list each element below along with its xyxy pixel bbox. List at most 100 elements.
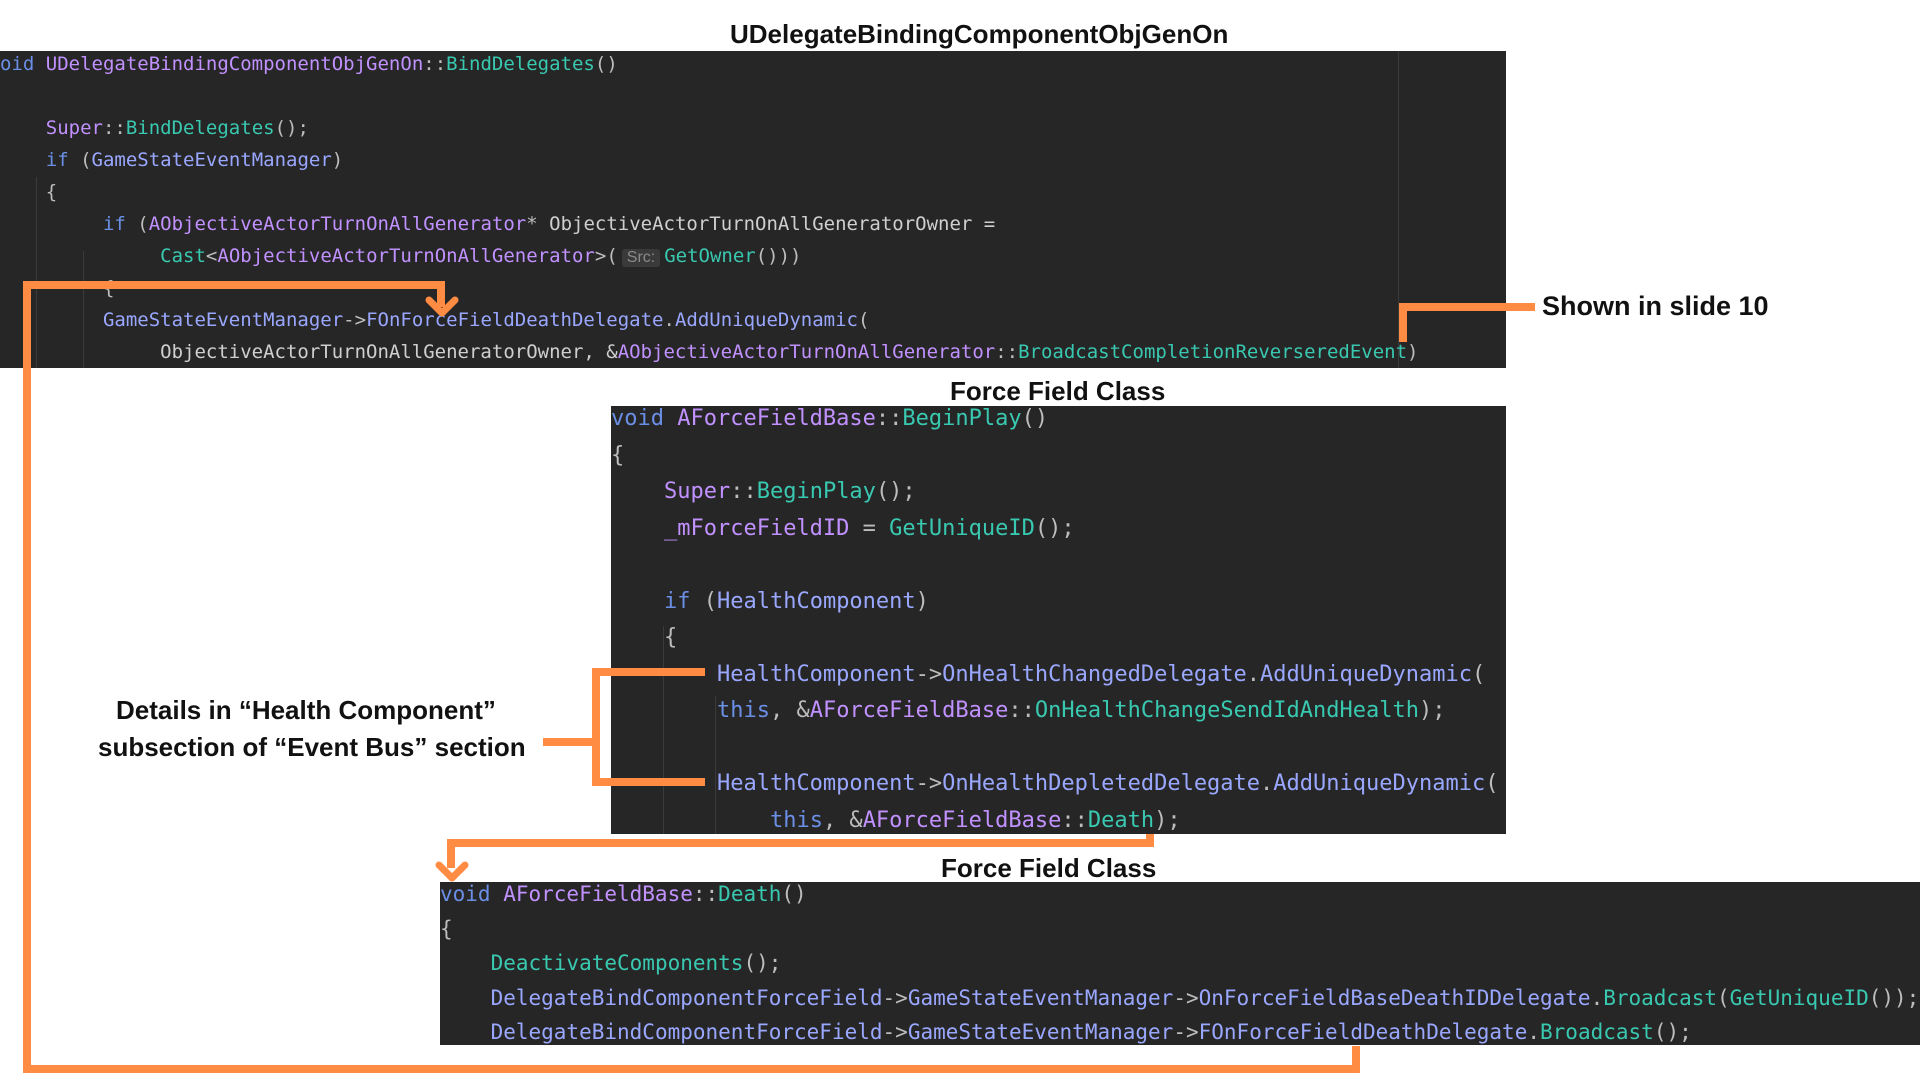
code-token: DeactivateComponents bbox=[490, 951, 744, 975]
code-token: () bbox=[781, 882, 807, 906]
code-token: AForceFieldBase bbox=[862, 807, 1062, 833]
code-token: :: bbox=[423, 53, 447, 75]
code-token: void bbox=[611, 406, 678, 431]
code-line: oid UDelegateBindingComponentObjGenOn::B… bbox=[0, 55, 618, 74]
code-token: ); bbox=[1419, 698, 1446, 723]
top-arrowhead bbox=[425, 296, 459, 317]
code-line: DelegateBindComponentForceField->GameSta… bbox=[440, 985, 1920, 1010]
code-token: _mForceFieldID bbox=[663, 515, 850, 541]
code-token: . bbox=[1260, 771, 1274, 796]
code-token: Super bbox=[663, 479, 731, 504]
code-token: -> bbox=[343, 309, 367, 331]
code-token: void bbox=[440, 882, 504, 906]
code-token: DelegateBindComponentForceField bbox=[490, 1020, 883, 1044]
code-token: UDelegateBindingComponentObjGenOn bbox=[45, 53, 424, 75]
code-line: { bbox=[440, 916, 453, 941]
code-token: if bbox=[102, 213, 126, 235]
code-line: this, &AForceFieldBase::OnHealthChangeSe… bbox=[611, 700, 1446, 722]
code-line: HealthComponent->OnHealthDepletedDelegat… bbox=[611, 771, 1499, 796]
code-token: ( bbox=[1485, 771, 1499, 796]
code-token: -> bbox=[915, 661, 943, 687]
code-token: { bbox=[440, 916, 453, 941]
code-token: (); bbox=[274, 117, 309, 139]
code-panel-bind-delegates: oid UDelegateBindingComponentObjGenOn::B… bbox=[0, 51, 1506, 368]
code-token: ())) bbox=[755, 245, 802, 267]
code-token: HealthComponent bbox=[716, 661, 916, 687]
code-token: ObjectiveActorTurnOnAllGeneratorOwner, & bbox=[0, 341, 618, 363]
code-token: AObjectiveActorTurnOnAllGenerator bbox=[617, 341, 996, 363]
code-token: Super bbox=[45, 117, 103, 139]
code-token: . bbox=[1527, 1020, 1541, 1044]
code-token: Broadcast bbox=[1540, 1020, 1654, 1044]
code-token: AddUniqueDynamic bbox=[1260, 661, 1472, 687]
code-token: GetUniqueID bbox=[1729, 985, 1869, 1010]
panel2-title: Force Field Class bbox=[950, 376, 1166, 406]
code-token: . bbox=[1246, 661, 1261, 687]
code-token: { bbox=[663, 625, 678, 650]
code-token: OnHealthChangeSendIdAndHealth bbox=[1034, 698, 1419, 723]
code-token: HealthComponent bbox=[716, 588, 916, 614]
health-component-note-line1: Details in “Health Component” bbox=[116, 695, 496, 725]
code-token: BindDelegates bbox=[125, 117, 275, 139]
code-line: Super::BeginPlay(); bbox=[611, 481, 916, 503]
code-token: :: bbox=[692, 882, 719, 906]
code-token: , & bbox=[769, 698, 810, 723]
code-line: ObjectiveActorTurnOnAllGeneratorOwner, &… bbox=[0, 341, 1418, 363]
code-token: BindDelegates bbox=[446, 53, 595, 75]
code-token: (); bbox=[1653, 1020, 1692, 1044]
code-token: ( bbox=[690, 588, 717, 614]
code-token: ); bbox=[1154, 807, 1181, 833]
code-token: ()); bbox=[1868, 985, 1920, 1010]
code-token: ( bbox=[857, 309, 870, 331]
param-hint: Src: bbox=[621, 249, 661, 267]
code-token: -> bbox=[882, 1020, 908, 1044]
code-token: GetOwner bbox=[664, 245, 756, 267]
code-token: GetUniqueID bbox=[889, 515, 1035, 541]
code-line: if (AObjectiveActorTurnOnAllGenerator* O… bbox=[0, 215, 995, 234]
code-token: AForceFieldBase bbox=[809, 698, 1009, 723]
code-token: :: bbox=[102, 117, 126, 139]
code-line: this, &AForceFieldBase::Death); bbox=[611, 807, 1181, 833]
code-token: FOnForceFieldDeathDelegate bbox=[1198, 1020, 1528, 1044]
code-line: _mForceFieldID = GetUniqueID(); bbox=[611, 515, 1075, 541]
code-token: * bbox=[526, 213, 550, 235]
code-token: -> bbox=[1173, 1020, 1199, 1044]
code-line: { bbox=[611, 627, 677, 649]
code-token: AddUniqueDynamic bbox=[674, 309, 858, 331]
slide-note-connector bbox=[1399, 303, 1535, 342]
code-token: this bbox=[716, 698, 770, 723]
code-token: -> bbox=[1173, 985, 1199, 1010]
code-token: ) bbox=[915, 588, 929, 614]
code-token: -> bbox=[882, 985, 908, 1010]
code-token: AForceFieldBase bbox=[677, 406, 876, 431]
health-component-note-line2: subsection of “Event Bus” section bbox=[98, 732, 526, 762]
code-line: void AForceFieldBase::BeginPlay() bbox=[611, 408, 1048, 430]
code-line: { bbox=[611, 444, 624, 467]
code-token: ) bbox=[331, 149, 344, 171]
code-line: if (GameStateEventManager) bbox=[0, 151, 343, 170]
code-token: DelegateBindComponentForceField bbox=[490, 985, 883, 1010]
code-line: if (HealthComponent) bbox=[611, 588, 929, 614]
code-token: BeginPlay bbox=[756, 479, 876, 504]
code-token: Cast bbox=[160, 245, 206, 267]
code-token: OnHealthDepletedDelegate bbox=[942, 771, 1261, 796]
code-token: :: bbox=[730, 479, 757, 504]
code-token: GameStateEventManager bbox=[907, 1020, 1174, 1044]
code-token: GameStateEventManager bbox=[102, 309, 344, 331]
code-token: Broadcast bbox=[1603, 985, 1718, 1010]
code-token: AForceFieldBase bbox=[503, 882, 693, 906]
code-token: BeginPlay bbox=[902, 406, 1022, 431]
code-token: AddUniqueDynamic bbox=[1273, 771, 1486, 796]
code-token: GameStateEventManager bbox=[907, 985, 1174, 1010]
code-token: if bbox=[663, 588, 691, 614]
code-token: . bbox=[663, 309, 675, 331]
code-token: < bbox=[205, 245, 218, 267]
code-token: :: bbox=[875, 406, 903, 431]
death-broadcast-loop-connector bbox=[23, 281, 1360, 1073]
code-token: -> bbox=[915, 771, 943, 796]
code-token: (); bbox=[875, 479, 916, 504]
shown-in-slide-note: Shown in slide 10 bbox=[1542, 291, 1769, 321]
code-token: :: bbox=[1008, 698, 1035, 723]
code-token: :: bbox=[1061, 807, 1088, 833]
